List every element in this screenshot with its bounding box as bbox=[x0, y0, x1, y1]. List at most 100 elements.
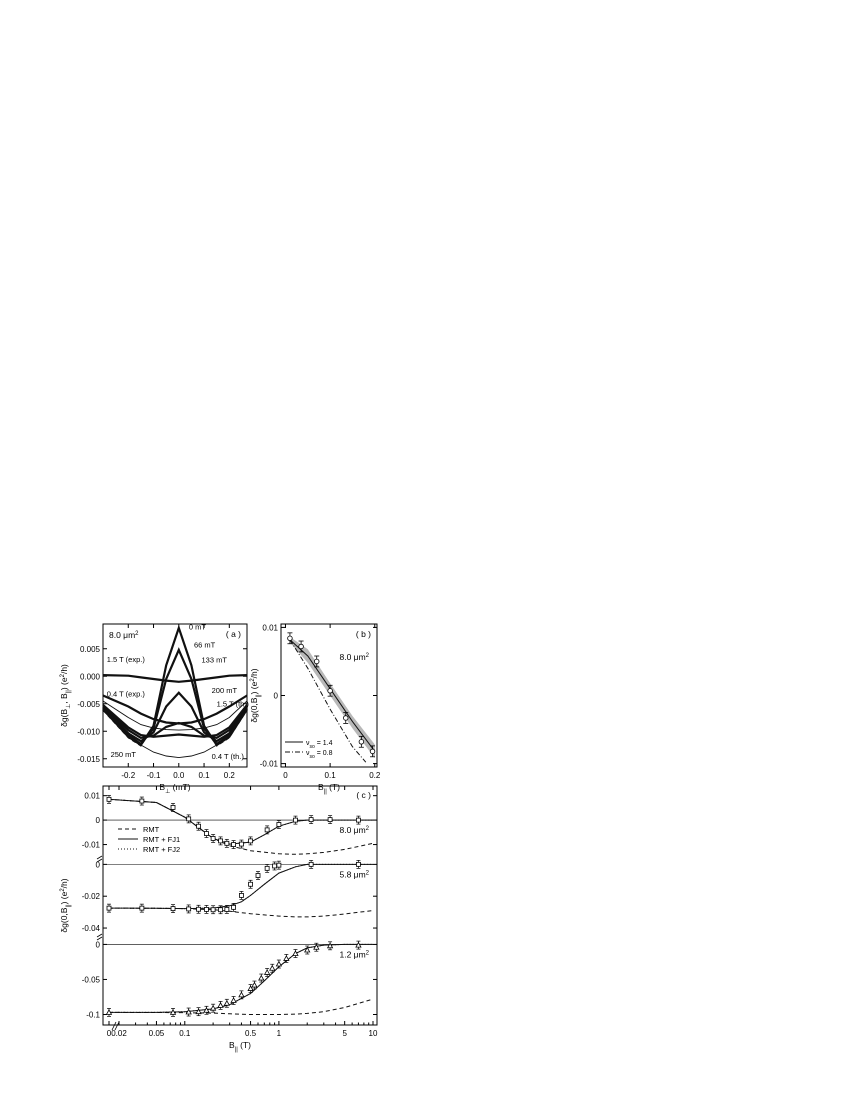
legend-label: νso = 0.8 bbox=[306, 750, 333, 760]
data-point bbox=[204, 831, 209, 836]
data-point bbox=[231, 842, 236, 847]
data-point bbox=[356, 817, 361, 823]
annotation: 133 mT bbox=[202, 656, 228, 665]
series-line bbox=[102, 625, 248, 747]
axis-break-mark bbox=[111, 1021, 120, 1031]
data-point bbox=[292, 950, 299, 956]
legend-label: RMT bbox=[143, 825, 160, 834]
label-part: 2 bbox=[366, 826, 370, 832]
area-label: 8.0 μm2 bbox=[340, 825, 370, 835]
label-part: = 1.4 bbox=[315, 740, 333, 747]
y-tick-label: -0.01 bbox=[82, 841, 101, 850]
y-tick-label: 0 bbox=[96, 860, 101, 869]
data-point bbox=[204, 907, 209, 912]
y-tick-label: 0.01 bbox=[84, 792, 100, 801]
legend-label: νso = 1.4 bbox=[306, 740, 333, 750]
data-point bbox=[248, 838, 253, 844]
data-point bbox=[217, 1002, 224, 1008]
data-point bbox=[293, 817, 298, 823]
x-tick-label: 1 bbox=[277, 1029, 282, 1038]
annotation: 66 mT bbox=[194, 641, 216, 650]
y-axis-label: δg(0,B||) (e2/h) bbox=[249, 668, 262, 722]
data-point bbox=[185, 1008, 192, 1015]
data-point bbox=[247, 985, 254, 991]
x-tick-label: 0.1 bbox=[325, 771, 337, 780]
data-point bbox=[203, 1006, 210, 1013]
x-tick-label: -0.1 bbox=[147, 771, 161, 780]
data-point bbox=[223, 999, 231, 1006]
annotation: 0.4 T (exp.) bbox=[107, 690, 146, 699]
curve-rmt-fj2 bbox=[108, 863, 373, 910]
data-point bbox=[186, 906, 192, 912]
data-point bbox=[258, 974, 265, 981]
y-axis-label: δg(0,B||) (e2/h) bbox=[59, 878, 72, 932]
x-tick-label: 0.2 bbox=[224, 771, 236, 780]
series-line bbox=[102, 674, 248, 683]
data-point bbox=[230, 997, 237, 1003]
y-tick-label: -0.1 bbox=[86, 1010, 100, 1019]
x-tick-label: 10 bbox=[369, 1029, 378, 1038]
annotation: 0 mT bbox=[189, 623, 207, 632]
area-label: 5.8 μm2 bbox=[340, 869, 370, 879]
label-part: δg(B bbox=[59, 709, 69, 727]
x-axis-label: B|| (T) bbox=[318, 782, 340, 795]
label-part: || bbox=[235, 1047, 239, 1053]
data-point bbox=[269, 964, 276, 971]
label-part: = 0.8 bbox=[315, 750, 333, 757]
y-tick-label: -0.015 bbox=[77, 755, 100, 764]
label-part: ν bbox=[306, 750, 310, 757]
y-tick-label: -0.010 bbox=[77, 727, 100, 736]
curve-dashdot bbox=[289, 639, 367, 763]
data-point bbox=[356, 861, 361, 867]
y-tick-label: 0.005 bbox=[80, 645, 101, 654]
plot-frame bbox=[102, 785, 378, 1026]
axis-break-mark bbox=[96, 855, 103, 863]
data-point bbox=[195, 1008, 202, 1015]
curve-rmt-fj2 bbox=[108, 798, 373, 845]
data-point bbox=[210, 907, 216, 913]
x-axis-label: B|| (T) bbox=[229, 1040, 251, 1053]
x-tick-label: 0.02 bbox=[111, 1029, 127, 1038]
label-part: ν bbox=[306, 740, 310, 747]
data-point bbox=[304, 946, 311, 953]
annotation: 1.5 T (exp.) bbox=[107, 655, 146, 664]
data-point bbox=[298, 643, 304, 650]
data-point bbox=[327, 817, 333, 823]
data-point bbox=[106, 905, 112, 911]
data-point bbox=[369, 748, 376, 755]
label-part: so bbox=[310, 744, 316, 750]
label-part: B bbox=[229, 1040, 235, 1050]
label-part: so bbox=[310, 754, 316, 760]
label-part: B bbox=[318, 782, 324, 792]
x-tick-label: 0.05 bbox=[149, 1029, 165, 1038]
data-point bbox=[343, 715, 349, 721]
y-tick-label: -0.04 bbox=[82, 924, 101, 933]
data-point bbox=[170, 906, 176, 912]
subpanel: 0-0.05-0.11.2 μm2 bbox=[82, 933, 377, 1019]
y-tick-label: -0.005 bbox=[77, 700, 100, 709]
y-tick-label: 0.01 bbox=[262, 623, 278, 632]
subpanel: 0-0.02-0.045.8 μm2 bbox=[82, 855, 377, 933]
label-part: ⊥ bbox=[165, 788, 170, 795]
data-point bbox=[327, 688, 333, 694]
area-label: 8.0 μm2 bbox=[109, 630, 139, 640]
annotation: 200 mT bbox=[212, 686, 238, 695]
data-point bbox=[355, 941, 362, 948]
data-point bbox=[251, 981, 258, 988]
data-point bbox=[275, 960, 283, 967]
data-point bbox=[314, 658, 320, 665]
area-label: 8.0 μm2 bbox=[340, 652, 370, 662]
x-tick-label: 0.5 bbox=[245, 1029, 257, 1038]
data-point bbox=[272, 863, 277, 869]
label-part: 2 bbox=[60, 673, 66, 677]
x-tick-label: 0 bbox=[283, 771, 288, 780]
label-part: ) (e bbox=[59, 677, 69, 690]
y-axis-label: δg(B⊥, B||) (e2/h) bbox=[59, 664, 72, 727]
data-point bbox=[139, 798, 145, 804]
x-tick-label: 0.1 bbox=[179, 1029, 191, 1038]
data-point bbox=[248, 881, 253, 887]
data-point bbox=[224, 907, 230, 912]
y-tick-label: -0.01 bbox=[260, 760, 279, 769]
